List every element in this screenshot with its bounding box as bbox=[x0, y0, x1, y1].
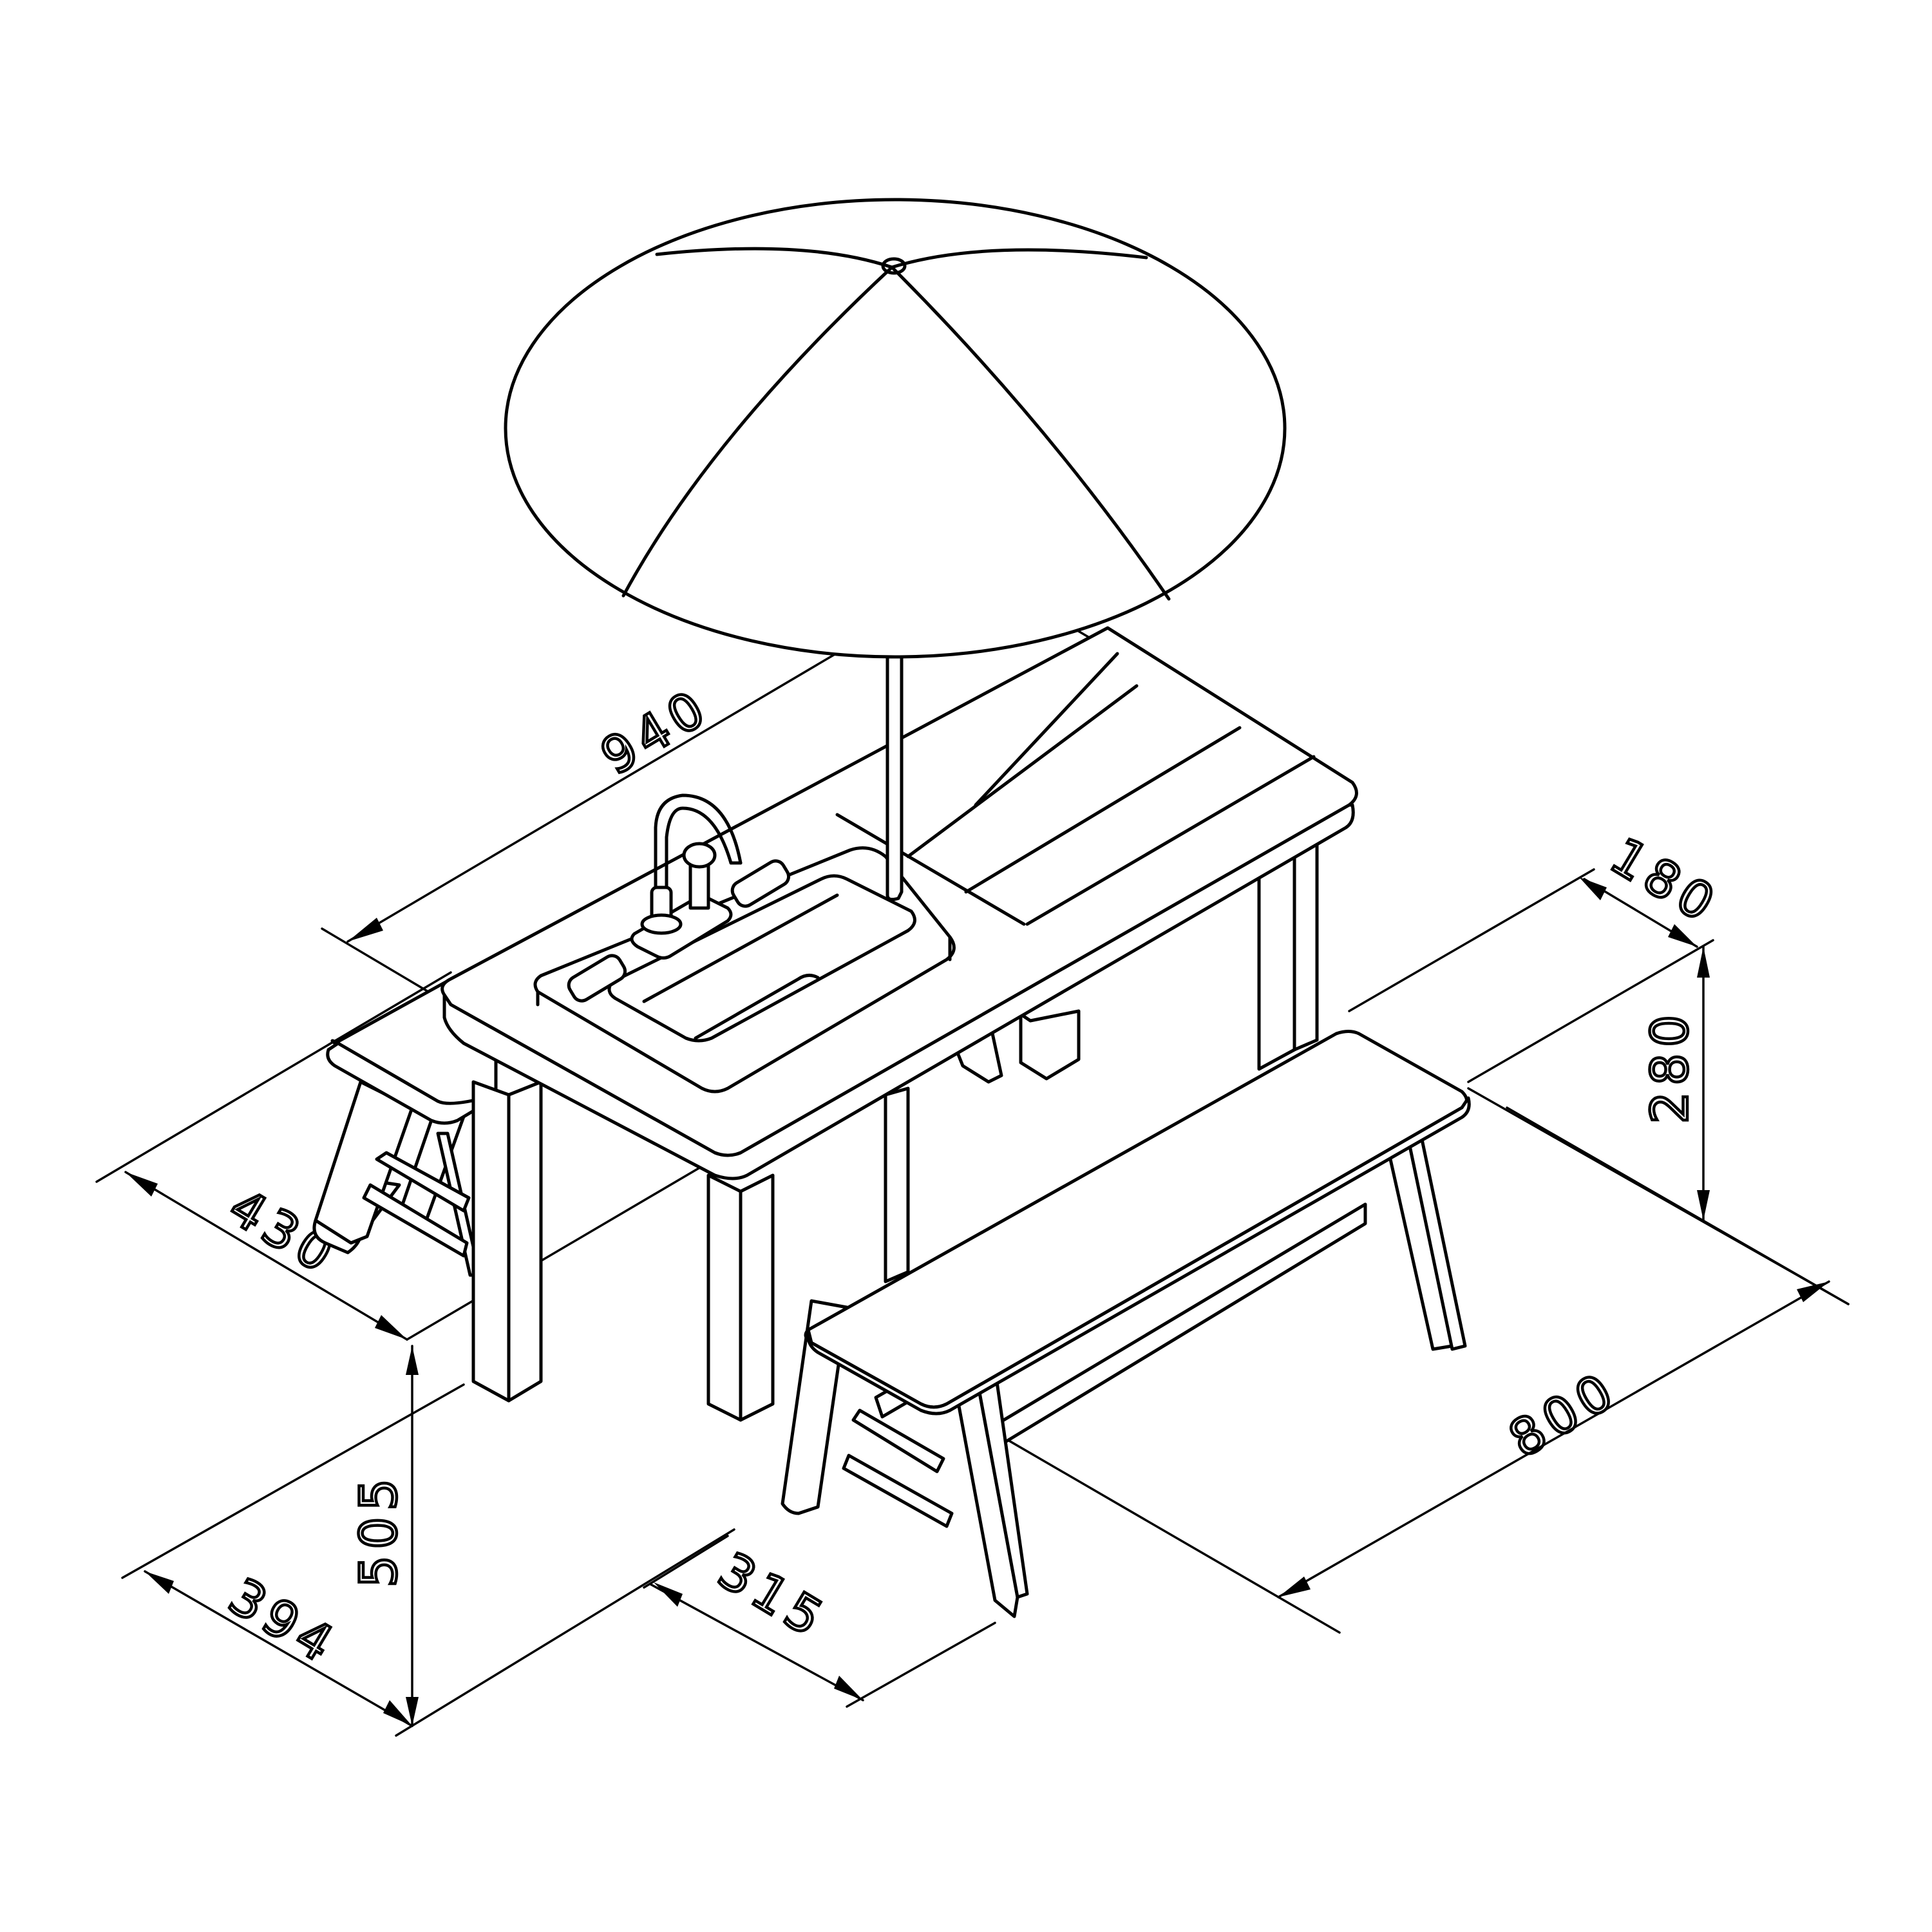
dim-label-394: 394 bbox=[219, 1567, 348, 1676]
dim-label-180: 180 bbox=[1600, 827, 1729, 936]
pump-knob-cap bbox=[682, 842, 717, 869]
slat-line-2 bbox=[906, 684, 1139, 858]
dim-394: 394 bbox=[121, 1383, 735, 1737]
bench-left bbox=[312, 974, 498, 1277]
slat-line-1 bbox=[974, 652, 1119, 807]
slat-line-3 bbox=[964, 726, 1242, 894]
umbrella-pole bbox=[886, 655, 904, 902]
faucet[interactable] bbox=[640, 793, 743, 935]
faucet-spout bbox=[654, 793, 743, 889]
sink-tray-right bbox=[730, 859, 791, 908]
dim-label-940: 940 bbox=[591, 677, 720, 786]
dim-280: 280 bbox=[1467, 939, 1850, 1305]
sink-tray-left bbox=[567, 954, 627, 1003]
umbrella-canopy bbox=[504, 198, 1287, 659]
dim-label-315: 315 bbox=[708, 1542, 837, 1651]
sink-bowl bbox=[607, 874, 916, 1043]
slat-line-4 bbox=[1025, 755, 1316, 926]
pump-knob[interactable] bbox=[682, 842, 717, 910]
dim-label-800: 800 bbox=[1499, 1360, 1628, 1469]
dim-315: 315 bbox=[643, 1535, 996, 1708]
dim-180: 180 bbox=[1348, 826, 1730, 1012]
dim-label-505: 505 bbox=[350, 1472, 408, 1587]
umbrella-top-cap bbox=[881, 257, 907, 275]
bench-right bbox=[781, 1030, 1471, 1618]
dim-label-280: 280 bbox=[1642, 1009, 1700, 1124]
dim-505: 505 bbox=[349, 1345, 419, 1727]
